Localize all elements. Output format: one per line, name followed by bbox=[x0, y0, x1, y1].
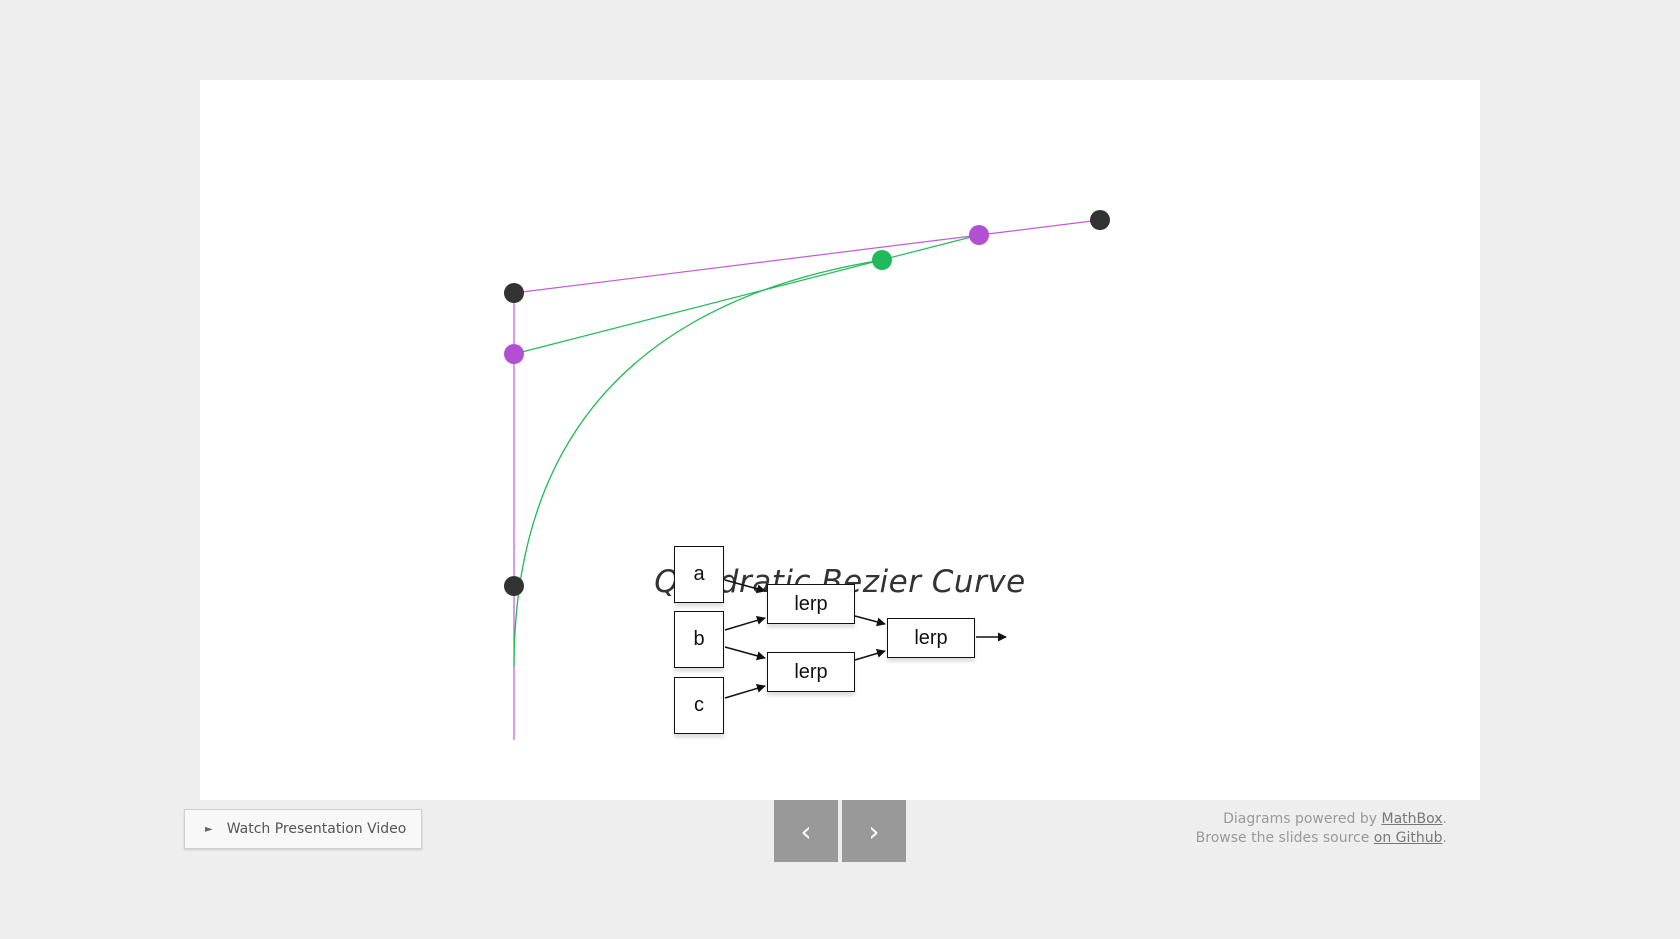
watch-video-button[interactable]: ► Watch Presentation Video bbox=[184, 809, 422, 849]
input-a: a bbox=[674, 546, 724, 603]
slide: Quadratic Bezier Curve a b c lerp lerp l… bbox=[200, 80, 1480, 800]
control-segment-2 bbox=[513, 219, 1101, 294]
lerp-node-1: lerp bbox=[767, 584, 855, 624]
lerp-point-a bbox=[504, 344, 524, 364]
arrow-a-lerp1 bbox=[724, 579, 766, 594]
control-point-middle[interactable] bbox=[504, 283, 524, 303]
next-slide-button[interactable]: › bbox=[842, 800, 906, 862]
credits-prefix-1: Diagrams powered by bbox=[1223, 811, 1382, 827]
input-c: c bbox=[674, 677, 724, 734]
bezier-canvas bbox=[504, 210, 1110, 740]
credits-prefix-2: Browse the slides source bbox=[1195, 830, 1374, 846]
arrow-lerp2-lerp3 bbox=[854, 649, 886, 661]
credits-suffix-1: . bbox=[1442, 811, 1447, 827]
mathbox-link[interactable]: MathBox bbox=[1381, 811, 1443, 827]
arrow-b-lerp2 bbox=[724, 646, 766, 661]
lerp-node-3: lerp bbox=[887, 618, 975, 658]
arrow-lerp1-lerp3 bbox=[854, 615, 886, 627]
lerp-node-2: lerp bbox=[767, 652, 855, 692]
credits-suffix-2: . bbox=[1442, 830, 1447, 846]
prev-slide-button[interactable]: ‹ bbox=[774, 800, 838, 862]
credits-line-2: Browse the slides source on Github. bbox=[1196, 829, 1447, 848]
control-point-end[interactable] bbox=[1090, 210, 1110, 230]
diagram-arrows bbox=[724, 579, 1007, 699]
bezier-curve bbox=[513, 259, 883, 668]
arrow-c-lerp2 bbox=[724, 684, 766, 699]
curve-point bbox=[872, 250, 892, 270]
input-b: b bbox=[674, 611, 724, 668]
watch-video-label: Watch Presentation Video bbox=[226, 821, 407, 837]
github-link[interactable]: on Github bbox=[1373, 830, 1443, 846]
arrow-b-lerp1 bbox=[724, 616, 766, 631]
chevron-left-icon: ‹ bbox=[800, 814, 812, 848]
control-point-start[interactable] bbox=[504, 576, 524, 596]
chevron-right-icon: › bbox=[868, 814, 880, 848]
credits: Diagrams powered by MathBox. Browse the … bbox=[1196, 810, 1447, 848]
lerp-point-b bbox=[969, 225, 989, 245]
credits-line-1: Diagrams powered by MathBox. bbox=[1196, 810, 1447, 829]
lerp-segment bbox=[513, 234, 980, 355]
play-icon: ► bbox=[205, 823, 213, 835]
